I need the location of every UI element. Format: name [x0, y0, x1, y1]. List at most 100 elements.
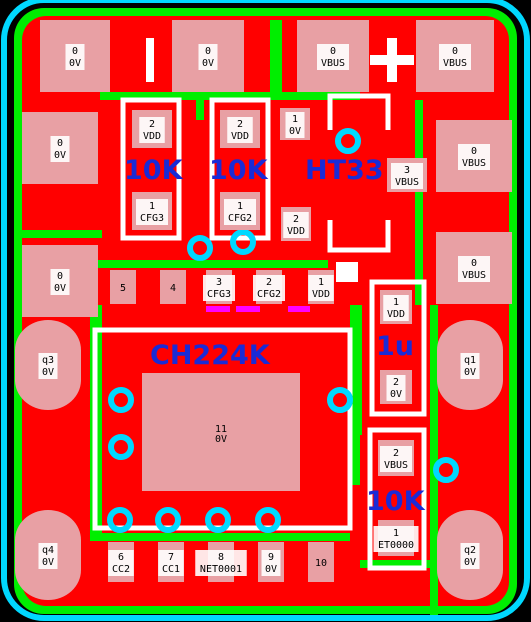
pad-number: 5	[120, 283, 126, 294]
pad-number: 2	[293, 214, 299, 225]
pad-number: 6	[118, 552, 124, 563]
pad-number: 0	[471, 258, 477, 269]
pad-number: 9	[268, 552, 274, 563]
pad-number: 7	[168, 552, 174, 563]
pad-net-label: 0V	[464, 557, 476, 568]
pad-number: 0	[72, 46, 78, 57]
pad-net-label: 0V	[42, 557, 54, 568]
pads: 00V00V0VBUS0VBUS00V00V0VBUS0VBUS2VDD1CFG…	[15, 20, 512, 600]
pad-number: 0	[452, 46, 458, 57]
pad-ht-1: 10V	[280, 108, 310, 140]
pad-number: q2	[464, 545, 476, 556]
pad-net-label: CFG3	[140, 213, 164, 224]
pad-number: 1	[393, 528, 399, 539]
pad-net-label: ET0000	[378, 540, 414, 551]
pad-number: 0	[330, 46, 336, 57]
pad-c-2: 20V	[380, 370, 412, 404]
pad-net-label: 0V	[390, 389, 402, 400]
label-r-bottom: 10K	[366, 486, 426, 517]
ic-thermal-pad	[142, 373, 300, 491]
pad-net-label: 0V	[202, 58, 214, 69]
pad-net-label: VDD	[231, 131, 249, 142]
pad-number: 1	[237, 201, 243, 212]
pad-net-label: 0V	[69, 58, 81, 69]
pad-number: q1	[464, 355, 476, 366]
pad-left1: 00V	[22, 112, 98, 184]
pad-number: 2	[393, 448, 399, 459]
pad-net-label: NET0001	[200, 564, 242, 575]
pad-net-label: VDD	[287, 226, 305, 237]
label-ic: CH224K	[150, 340, 271, 371]
pad-number: 0	[57, 271, 63, 282]
pad-number: 0	[57, 138, 63, 149]
pad-net-label: VBUS	[462, 158, 486, 169]
pad-net-label: 0V	[54, 150, 66, 161]
pad-ic-11: 11	[215, 424, 227, 435]
pad-net-label: 0V	[54, 283, 66, 294]
pad-number: 1	[318, 277, 324, 288]
pad-net-label: VDD	[143, 131, 161, 142]
pad-number: q3	[42, 355, 54, 366]
pad-number: 0	[471, 146, 477, 157]
pad-ic-11-net: 0V	[215, 434, 227, 445]
pad-net-label: VDD	[387, 309, 405, 320]
pad-number: 1	[292, 114, 298, 125]
label-r-cfg2: 10K	[209, 155, 269, 186]
pad-top2: 00V	[172, 20, 244, 92]
pad-net-label: CFG3	[207, 289, 231, 300]
pad-number: 3	[216, 277, 222, 288]
mask-openings	[206, 306, 310, 312]
pad-number: 2	[393, 377, 399, 388]
pad-ic-10: 10	[308, 542, 334, 582]
pad-number: 4	[170, 283, 176, 294]
pad-net-label: CFG2	[257, 289, 281, 300]
pad-ic-9: 90V	[258, 542, 284, 582]
pad-net-label: VBUS	[395, 177, 419, 188]
label-r-cfg3: 10K	[124, 155, 184, 186]
pad-number: 8	[218, 552, 224, 563]
pad-number: 1	[149, 201, 155, 212]
pad-net-label: 0V	[464, 367, 476, 378]
pad-net-label: VBUS	[321, 58, 345, 69]
pad-net-label: CFG2	[228, 213, 252, 224]
pad-net-label: CC1	[162, 564, 180, 575]
pad-net-label: VBUS	[384, 460, 408, 471]
pad-number: 3	[404, 165, 410, 176]
pad-ic-5: 5	[110, 270, 136, 304]
silkscreen	[92, 93, 427, 571]
pad-number: 2	[266, 277, 272, 288]
pad-net-label: 0V	[289, 126, 301, 137]
label-ldo: HT33	[305, 155, 384, 186]
label-cap: 1u	[376, 331, 414, 362]
pad-net-label: VDD	[312, 289, 330, 300]
plus-mark	[370, 38, 414, 82]
pad-number: 10	[315, 558, 327, 569]
pad-net-label: VBUS	[443, 58, 467, 69]
vias	[107, 128, 459, 533]
pad-net-label: 0V	[265, 564, 277, 575]
pad-net-label: 0V	[42, 367, 54, 378]
pad-left2: 00V	[22, 245, 98, 317]
pad-net-label: CC2	[112, 564, 130, 575]
